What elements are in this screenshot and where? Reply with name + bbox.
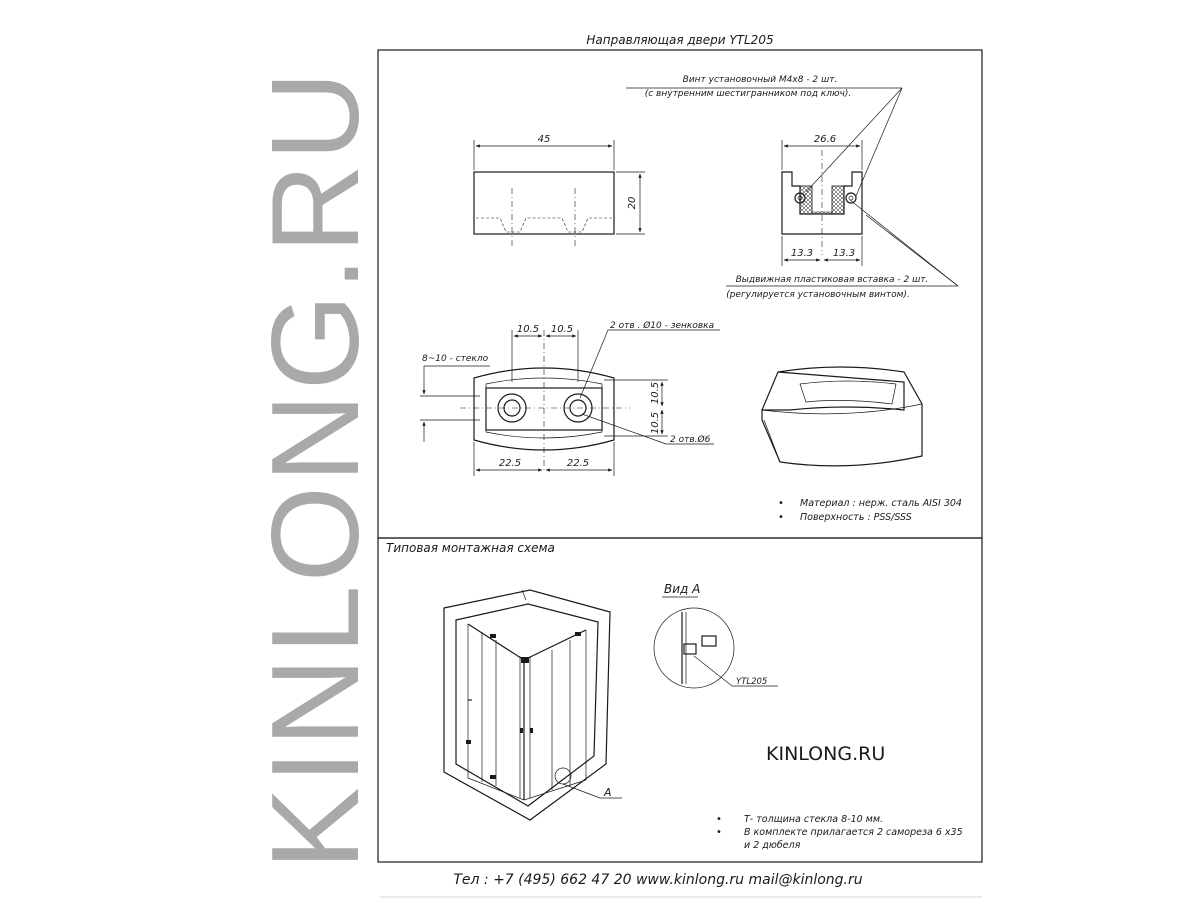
spec-item: Поверхность : PSS/SSS: [800, 512, 912, 523]
screw-callout-line1: Винт установочный M4x8 - 2 шт.: [683, 75, 838, 85]
spec-list: • Материал : нерж. сталь AISI 304 • Пове…: [778, 498, 962, 523]
svg-text:•: •: [716, 814, 722, 825]
marker-a: A: [603, 786, 612, 799]
isometric-view: [761, 366, 923, 467]
front-view: 45 20: [473, 134, 645, 248]
detail-view-a: Вид А YTL205: [653, 582, 778, 689]
lower-frame: [377, 537, 983, 863]
dim-side-left: 13.3: [791, 248, 813, 259]
dim-top-right-a: 10.5: [650, 382, 661, 404]
screw-callout-line2: (с внутренним шестигранником под ключ).: [645, 89, 852, 99]
footer-contacts: Тел : +7 (495) 662 47 20 www.kinlong.ru …: [453, 872, 862, 888]
svg-text:•: •: [778, 512, 784, 523]
glass-callout: 8~10 - стекло: [422, 354, 489, 364]
page-title: Направляющая двери YTL205: [586, 33, 773, 47]
part-label: YTL205: [736, 677, 767, 687]
install-heading: Типовая монтажная схема: [386, 541, 555, 555]
shower-enclosure: A: [443, 589, 622, 821]
dim-bottom-left: 22.5: [499, 458, 521, 469]
dim-top-right-b: 10.5: [650, 412, 661, 434]
install-note: и 2 дюбеля: [744, 840, 801, 851]
insert-callout-line2: (регулируется установочным винтом).: [726, 290, 910, 300]
install-note: Т- толщина стекла 8-10 мм.: [744, 814, 883, 825]
top-view: 10.5 10.5 10.5 10.5 22.5 22.5 8~10 - сте…: [420, 320, 720, 476]
svg-text:•: •: [778, 498, 784, 509]
install-note: В комплекте прилагается 2 самореза 6 х35: [744, 827, 963, 838]
side-view: 26.6 13.3 13.3 Винт установочный M4x8 - …: [626, 75, 959, 300]
holes-d6-callout: 2 отв.Ø6: [670, 434, 711, 445]
brand-text: KINLONG.RU: [766, 743, 885, 765]
spec-item: Материал : нерж. сталь AISI 304: [800, 498, 962, 509]
dim-side-width: 26.6: [814, 134, 836, 145]
dim-front-height: 20: [627, 197, 638, 210]
dim-top-left-a: 10.5: [517, 324, 539, 335]
insert-callout-line1: Выдвижная пластиковая вставка - 2 шт.: [736, 275, 929, 285]
dim-top-left-b: 10.5: [551, 324, 573, 335]
dim-front-width: 45: [538, 134, 551, 145]
svg-text:•: •: [716, 827, 722, 838]
install-notes: • Т- толщина стекла 8-10 мм. • В комплек…: [716, 814, 963, 851]
dim-side-right: 13.3: [833, 248, 855, 259]
watermark-text: KINLONG.RU: [247, 68, 385, 870]
holes-countersink-callout: 2 отв . Ø10 - зенковка: [610, 320, 714, 331]
dim-bottom-right: 22.5: [567, 458, 589, 469]
view-a-label: Вид А: [664, 582, 700, 596]
